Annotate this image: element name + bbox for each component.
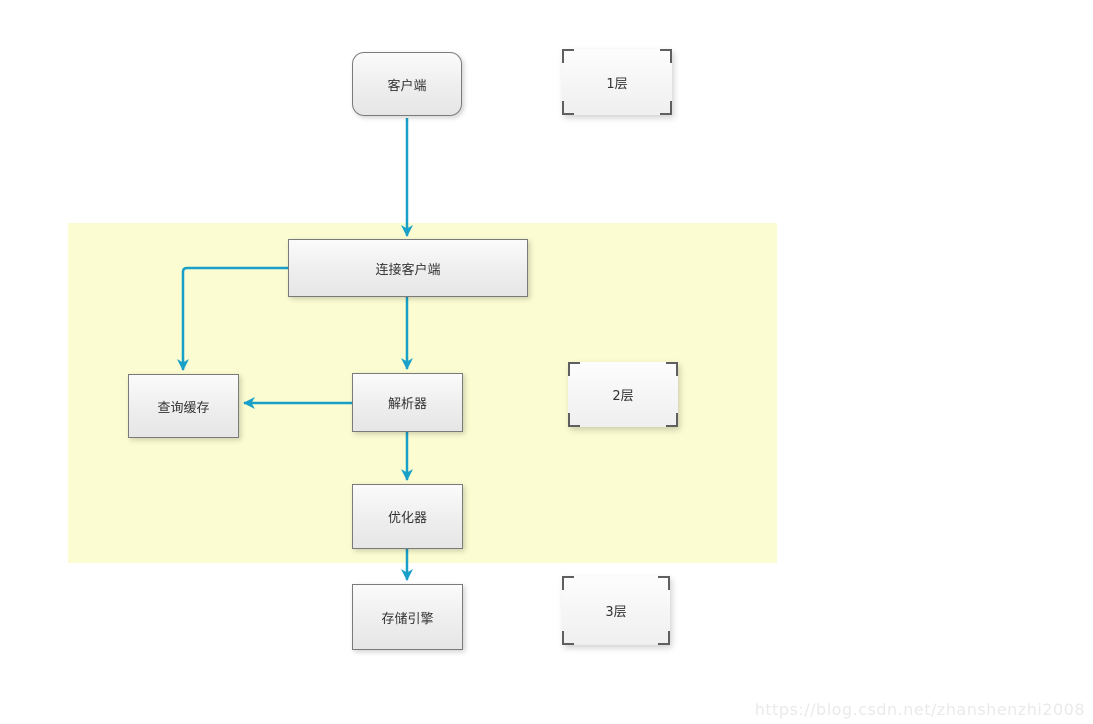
frame-corner: [666, 413, 678, 427]
frame-corner: [562, 49, 574, 63]
frame-corner: [562, 631, 574, 645]
frame-corner: [562, 576, 574, 590]
layer2-label: 2层: [612, 389, 634, 404]
csdn-watermark: https://blog.csdn.net/zhanshenzhi2008: [754, 700, 1085, 719]
frame-corner: [666, 362, 678, 376]
node-storage-engine-label: 存储引擎: [381, 611, 434, 627]
frame-corner: [658, 576, 670, 590]
frame-corner: [660, 101, 672, 115]
node-parser[interactable]: 解析器: [352, 373, 463, 432]
node-optimizer-label: 优化器: [387, 511, 427, 526]
node-parser-label: 解析器: [387, 397, 427, 412]
node-query-cache-label: 查询缓存: [157, 400, 210, 416]
node-storage-engine[interactable]: 存储引擎: [352, 584, 463, 650]
node-optimizer[interactable]: 优化器: [352, 484, 463, 549]
layer3-frame: 3层: [562, 576, 670, 645]
layer2-frame: 2层: [568, 362, 678, 427]
layer1-label: 1层: [606, 76, 628, 92]
frame-corner: [562, 101, 574, 115]
frame-corner: [660, 49, 672, 63]
frame-corner: [568, 362, 580, 376]
frame-corner: [658, 631, 670, 645]
node-query-cache[interactable]: 查询缓存: [128, 374, 239, 438]
node-connect-client[interactable]: 连接客户端: [288, 239, 528, 297]
node-connect-client-label: 连接客户端: [375, 262, 441, 278]
layer1-frame: 1层: [562, 49, 672, 115]
layer3-label: 3层: [605, 605, 627, 620]
frame-corner: [568, 413, 580, 427]
node-client[interactable]: 客户端: [352, 52, 462, 116]
node-client-label: 客户端: [387, 78, 427, 94]
